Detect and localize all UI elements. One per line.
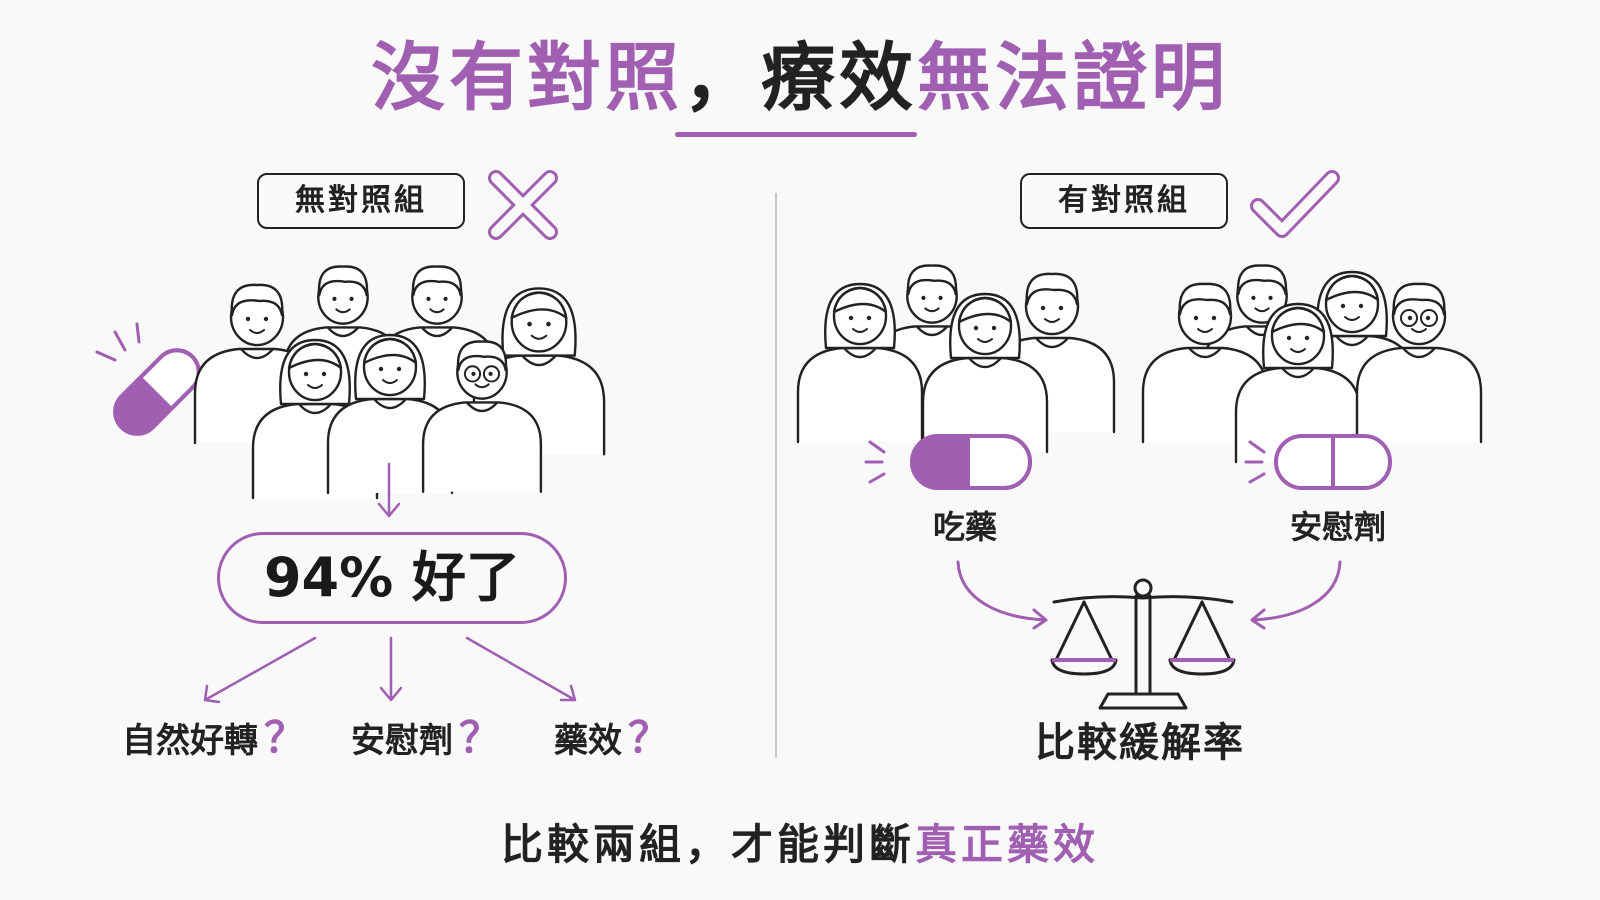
compare-remission-rate: 比較緩解率 xyxy=(1035,720,1245,766)
title-part-2: 療效 xyxy=(761,35,917,121)
bottom-conclusion: 比較兩組，才能判斷真正藥效 xyxy=(0,816,1600,874)
question-placebo-text: 安慰劑 xyxy=(351,721,453,761)
bottom-conclusion-part-1: 比較兩組，才能判斷 xyxy=(500,820,915,869)
question-natural-recovery-text: 自然好轉 xyxy=(122,721,258,761)
control-group-tag: 有對照組 xyxy=(1020,173,1228,229)
question-drug-effect-text: 藥效 xyxy=(554,721,622,761)
question-mark-icon: ？ xyxy=(264,713,307,762)
cross-icon xyxy=(488,170,558,240)
curved-arrow-left xyxy=(956,560,1048,630)
title-part-3: 無法證明 xyxy=(917,35,1229,121)
title-underline xyxy=(675,132,917,137)
no-control-group-tag: 無對照組 xyxy=(257,173,465,229)
question-natural-recovery: 自然好轉？ xyxy=(122,713,306,766)
arrow-down xyxy=(377,462,401,518)
placebo-pill-icon xyxy=(1244,434,1392,490)
title-part-1: 沒有對照 xyxy=(371,35,683,121)
balance-scale-icon xyxy=(1050,578,1236,710)
placebo-group-label: 安慰劑 xyxy=(1289,508,1386,546)
title-comma: ， xyxy=(683,35,761,121)
drug-group-label: 吃藥 xyxy=(932,508,997,546)
question-placebo: 安慰劑？ xyxy=(351,713,501,766)
bottom-conclusion-part-2: 真正藥效 xyxy=(915,820,1100,869)
placebo-group-crowd-illustration xyxy=(1141,264,1483,464)
question-mark-icon: ？ xyxy=(628,713,671,762)
curved-arrow-right xyxy=(1250,560,1342,630)
drug-pill-icon xyxy=(864,434,1032,490)
drug-group-crowd-illustration xyxy=(796,264,1116,454)
question-drug-effect: 藥效？ xyxy=(554,713,670,766)
question-mark-icon: ？ xyxy=(459,713,502,762)
page-title: 沒有對照，療效無法證明 xyxy=(0,28,1600,128)
branch-arrows xyxy=(203,636,577,704)
center-divider xyxy=(775,193,777,758)
pill-icon xyxy=(95,322,201,436)
result-94-percent-improved: 94% 好了 xyxy=(217,532,567,624)
untreated-crowd-illustration xyxy=(193,265,606,500)
check-icon xyxy=(1250,170,1340,238)
